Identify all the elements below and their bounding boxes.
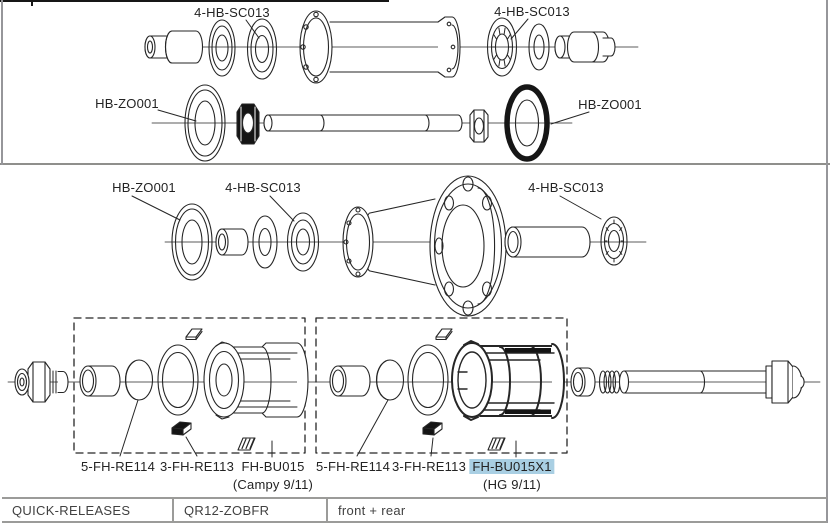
right-border bbox=[826, 0, 828, 523]
rear-hub-shell bbox=[343, 199, 435, 285]
hg-pawl-top bbox=[436, 329, 452, 340]
rear-seal-washer bbox=[172, 204, 212, 280]
front-hub-shell bbox=[300, 11, 460, 83]
rear-spacer-tube bbox=[505, 227, 590, 257]
front-seal-right-label: HB-ZO001 bbox=[578, 97, 642, 112]
campy-washer bbox=[126, 360, 153, 400]
campy-pawl-spring bbox=[238, 438, 255, 450]
front-bearing-right-label: 4-HB-SC013 bbox=[494, 4, 570, 19]
campy-seal bbox=[158, 345, 198, 415]
campy-body-sublabel: (Campy 9/11) bbox=[232, 477, 314, 492]
campy-pawl-top bbox=[186, 329, 202, 340]
table-scope-cell: front + rear bbox=[326, 499, 827, 521]
campy-pawl-label: 3-FH-RE113 bbox=[159, 459, 235, 474]
front-axle bbox=[264, 115, 462, 131]
left-border bbox=[1, 0, 3, 165]
top-crop-tick bbox=[31, 0, 33, 6]
rear-bearing-right bbox=[601, 217, 627, 265]
leader-lines bbox=[120, 19, 601, 457]
front-seal-washer-left bbox=[209, 20, 235, 76]
hg-spacer-label: 5-FH-RE114 bbox=[315, 459, 391, 474]
rear-axle bbox=[620, 361, 805, 403]
front-end-cap-left bbox=[145, 31, 203, 63]
front-seal-left-label: HB-ZO001 bbox=[95, 96, 159, 111]
rear-drive-flange bbox=[430, 176, 506, 316]
exploded-drawing bbox=[0, 0, 830, 497]
campy-pawl-bottom bbox=[172, 422, 191, 435]
hg-seal bbox=[408, 345, 448, 415]
table-code-cell: QR12-ZOBFR bbox=[172, 499, 326, 521]
hg-pawl-label: 3-FH-RE113 bbox=[391, 459, 467, 474]
top-crop-line bbox=[0, 0, 389, 2]
campy-spacer-label: 5-FH-RE114 bbox=[80, 459, 156, 474]
hg-body-sublabel: (HG 9/11) bbox=[483, 477, 541, 492]
section-divider bbox=[0, 163, 830, 165]
hg-pawl-spring bbox=[488, 438, 505, 450]
rear-spacer bbox=[216, 229, 248, 255]
parts-table-row: QUICK-RELEASES QR12-ZOBFR front + rear bbox=[2, 497, 827, 523]
spacer-ring bbox=[571, 368, 595, 396]
rear-bearing-left-label: 4-HB-SC013 bbox=[225, 180, 301, 195]
campy-spacer bbox=[80, 366, 120, 396]
hg-spacer bbox=[330, 366, 370, 396]
hg-washer bbox=[377, 360, 404, 400]
rear-bearing-right-label: 4-HB-SC013 bbox=[528, 180, 604, 195]
front-bearing-left-label: 4-HB-SC013 bbox=[194, 5, 270, 20]
rear-bearing-left bbox=[288, 213, 319, 271]
hg-pawl-bottom bbox=[423, 422, 442, 435]
hg-body-label[interactable]: FH-BU015X1 bbox=[469, 459, 555, 474]
table-category-cell: QUICK-RELEASES bbox=[12, 502, 131, 518]
front-axle-washer-left bbox=[185, 85, 225, 161]
rear-seal-label: HB-ZO001 bbox=[112, 180, 176, 195]
front-bearing-right bbox=[488, 18, 517, 76]
front-seal-washer-dark bbox=[507, 87, 547, 159]
front-bearing-left bbox=[248, 19, 277, 79]
quick-release-nut bbox=[15, 362, 68, 402]
front-seal-washer-right bbox=[529, 24, 549, 70]
campy-freehub-body bbox=[204, 342, 308, 419]
campy-box bbox=[74, 318, 305, 453]
rear-cone-washer bbox=[253, 216, 277, 268]
hg-box bbox=[316, 318, 567, 453]
hg-freehub-body bbox=[452, 341, 564, 420]
front-locknut-left bbox=[237, 104, 259, 144]
front-end-cap-right bbox=[555, 32, 615, 62]
front-locknut-right bbox=[470, 110, 488, 142]
spring bbox=[600, 371, 621, 393]
campy-body-label: FH-BU015 bbox=[241, 459, 305, 474]
